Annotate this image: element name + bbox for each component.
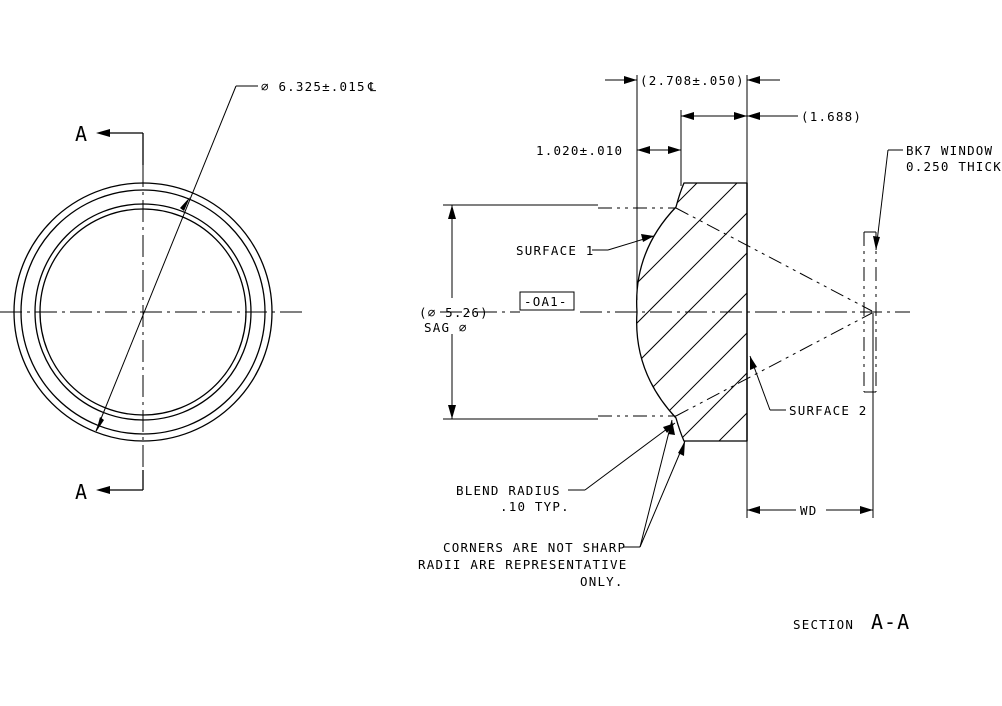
section-arrowhead-top	[96, 129, 110, 137]
datum-box	[519, 291, 575, 311]
corners-label-line3: ONLY.	[580, 574, 624, 589]
lens-section-outline	[636, 182, 748, 442]
overall-thickness-arrowhead-right	[747, 76, 760, 84]
diameter-arrowhead-upper	[180, 197, 190, 211]
section-title-letters: A-A	[871, 610, 910, 634]
blend-leader	[584, 422, 676, 491]
corners-leader-b	[639, 440, 686, 548]
window-label-line2: 0.250 THICK	[906, 159, 1002, 174]
surface-1-label: SURFACE 1	[516, 243, 595, 258]
working-distance-label: WD	[800, 503, 817, 518]
section-label-top: A	[75, 122, 88, 146]
back-focal-label: (1.688)	[801, 109, 862, 124]
back-focal-leader-arrow	[747, 112, 760, 120]
surface-2-label: SURFACE 2	[789, 403, 868, 418]
window-leader	[875, 149, 889, 251]
edge-thickness-arrowhead-right	[668, 146, 681, 154]
edge-thickness-label: 1.020±.010	[536, 143, 623, 158]
corners-label-line2: RADII ARE REPRESENTATIVE	[418, 557, 627, 572]
section-arrowhead-bottom	[96, 486, 110, 494]
surface-2-arrowhead	[750, 356, 757, 370]
edge-thickness-arrowhead-left	[637, 146, 650, 154]
centerline-symbol: ℄	[367, 79, 377, 94]
overall-thickness-arrowhead-left	[624, 76, 637, 84]
sag-diameter-label: (⌀ 5.26)	[419, 305, 489, 320]
diameter-arrowhead-lower	[96, 417, 104, 432]
section-title-word: SECTION	[793, 617, 854, 632]
bk7-window	[863, 231, 877, 393]
diameter-dimension-line	[95, 85, 237, 432]
front-view: A A ⌀ 6.325±.015 ℄	[0, 79, 377, 504]
corners-label-line1: CORNERS ARE NOT SHARP	[443, 540, 626, 555]
sag-diameter-sublabel: SAG ⌀	[424, 320, 468, 335]
outer-diameter-label: ⌀ 6.325±.015	[261, 79, 366, 94]
window-label-line1: BK7 WINDOW	[906, 143, 993, 158]
sag-arrowhead-lower	[448, 405, 456, 419]
wd-arrowhead-left	[747, 506, 760, 514]
corners-arrowhead-a	[668, 420, 675, 435]
overall-thickness-label: (2.708±.050)	[640, 73, 745, 88]
marginal-ray-upper	[675, 207, 873, 312]
wd-arrowhead-right	[860, 506, 873, 514]
back-focal-arrowhead-left	[681, 112, 694, 120]
back-focal-arrowhead-right	[734, 112, 747, 120]
sag-arrowhead-upper	[448, 205, 456, 219]
window-arrowhead	[873, 236, 880, 250]
surface-1-arrowhead	[641, 234, 654, 242]
blend-label-line2: .10 TYP.	[500, 499, 570, 514]
blend-label-line1: BLEND RADIUS	[456, 483, 561, 498]
marginal-ray-lower	[675, 312, 873, 417]
corners-leader-a	[639, 419, 673, 548]
section-hatching	[636, 183, 747, 441]
datum-label: -OA1-	[524, 294, 568, 309]
corners-arrowhead-b	[678, 441, 685, 456]
section-label-bottom: A	[75, 480, 88, 504]
section-view: (2.708±.050) (1.688) 1.020±.010 (⌀ 5.26)…	[418, 73, 1002, 634]
